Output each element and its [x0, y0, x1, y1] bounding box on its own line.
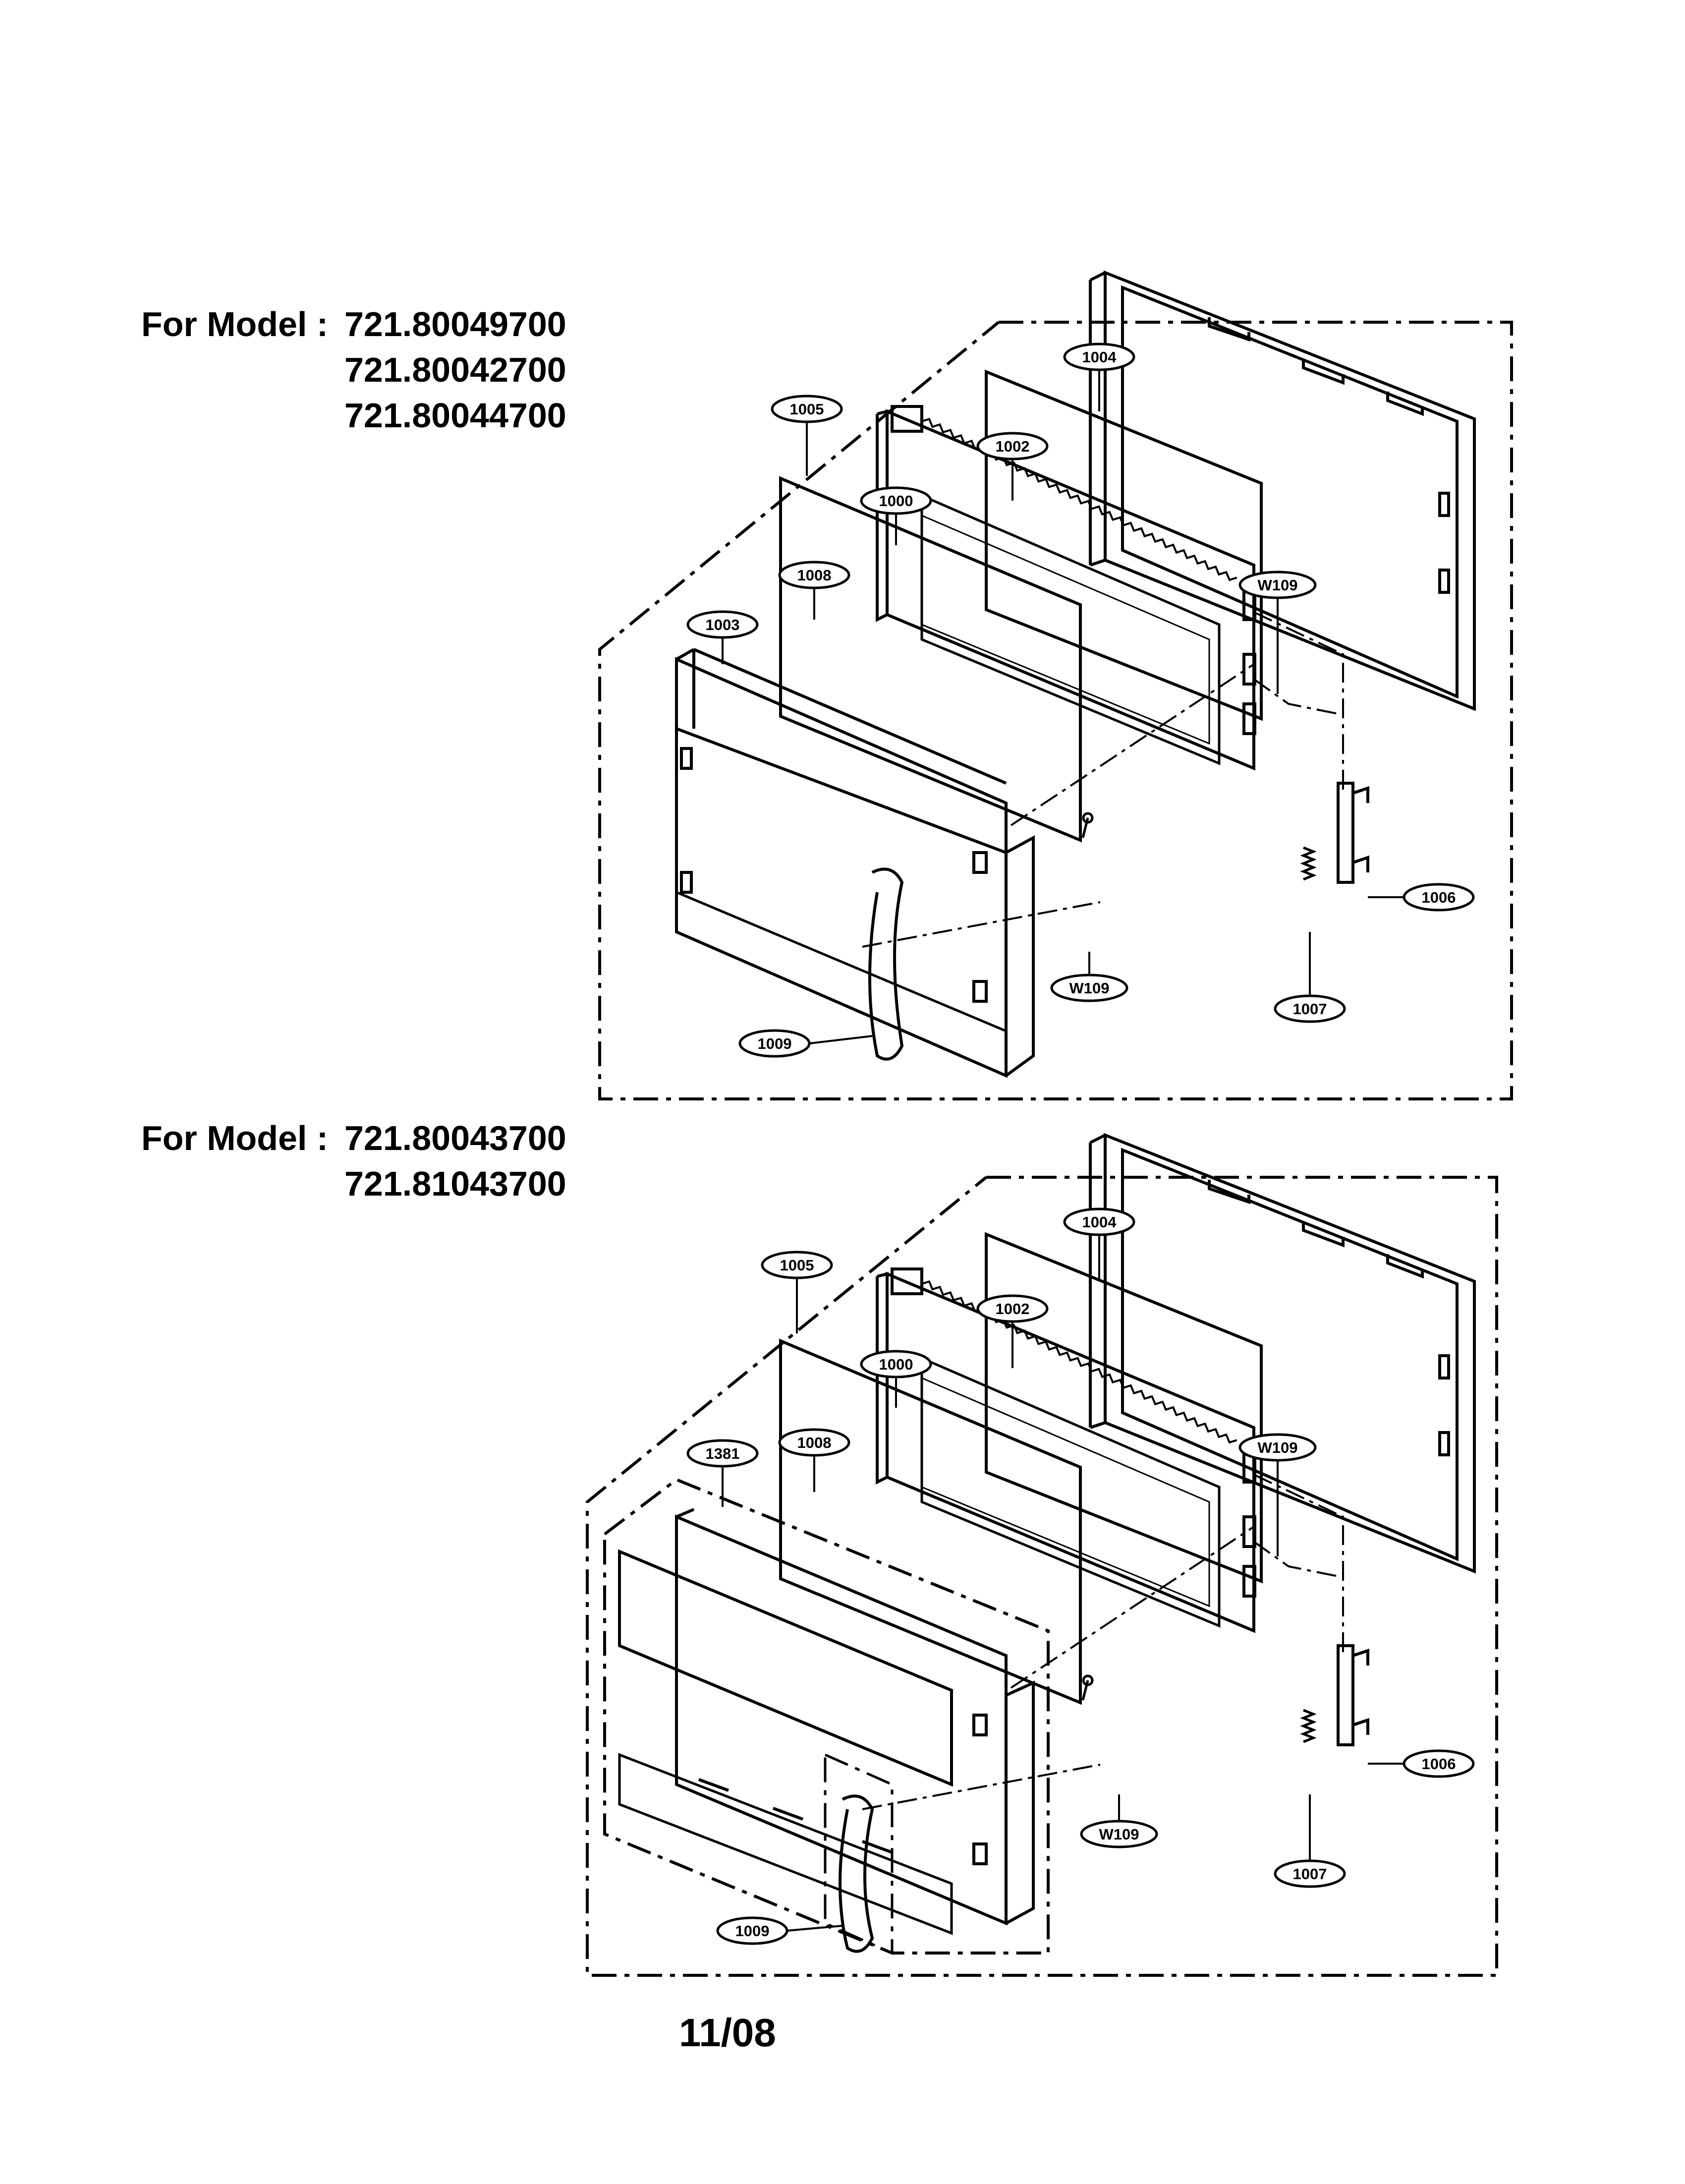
callout: 1007: [1274, 1794, 1346, 1888]
part-door-front: [675, 648, 1035, 1078]
callout-label: 1006: [1422, 1755, 1456, 1773]
callout-label: 1005: [790, 401, 824, 418]
model-label: For Model :: [141, 305, 329, 344]
part-door-front: [618, 1508, 1035, 1935]
callout: 1000: [860, 1350, 932, 1408]
callout-label: 1002: [996, 438, 1030, 455]
callout: 1005: [771, 395, 843, 476]
callout-label: 1004: [1082, 348, 1117, 366]
model-number: 721.81043700: [344, 1164, 566, 1203]
callout: W109: [1238, 1433, 1317, 1556]
callout-label: 1000: [879, 492, 913, 510]
callout-label: W109: [1099, 1826, 1139, 1843]
callout: 1002: [976, 432, 1049, 501]
callout-label: 1008: [797, 567, 832, 584]
callout-label: 1007: [1293, 1000, 1327, 1018]
callout-label: 1009: [758, 1035, 792, 1052]
assembly-top: 1004 1005 1002 1000 1008 W109: [598, 273, 1513, 1100]
model-number: 721.80044700: [344, 396, 566, 435]
assembly-boundary: [598, 321, 1513, 1100]
callout-label: 1006: [1422, 889, 1456, 906]
callout-label: 1003: [706, 616, 740, 633]
callout-label: 1008: [797, 1434, 832, 1451]
revision-date: 11/08: [679, 2011, 776, 2055]
model-number: 721.80043700: [344, 1119, 566, 1157]
callout-label: W109: [1069, 979, 1110, 997]
model-label: For Model :: [141, 1119, 329, 1157]
callout-label: 1002: [996, 1300, 1030, 1318]
callout: 1006: [1368, 1749, 1475, 1778]
part-door-frame-group: [603, 1478, 1050, 1954]
callout-label: 1007: [1293, 1865, 1327, 1883]
part-handle: [868, 867, 904, 1061]
callout: 1000: [860, 486, 932, 545]
callout: 1381: [686, 1439, 759, 1507]
callout: 1006: [1368, 883, 1475, 912]
model-number: 721.80049700: [344, 305, 566, 344]
callout: 1007: [1274, 932, 1346, 1023]
callout: 1009: [738, 1029, 873, 1058]
callout-label: W109: [1258, 576, 1298, 594]
part-handle: [839, 1794, 874, 1953]
model-number: 721.80042700: [344, 350, 566, 389]
callout: 1003: [686, 610, 759, 664]
callout: 1005: [761, 1251, 833, 1333]
callout-label: 1005: [780, 1257, 814, 1274]
callout-label: 1000: [879, 1356, 913, 1373]
callout: 1008: [778, 561, 850, 620]
assembly-boundary: [586, 1176, 1498, 1977]
callout: 1008: [778, 1428, 850, 1492]
callout-label: 1381: [706, 1445, 740, 1462]
callout: W109: [1238, 571, 1317, 694]
callout: 1009: [716, 1916, 843, 1945]
callout: 1002: [976, 1294, 1049, 1368]
callout-label: 1009: [735, 1922, 770, 1940]
callout: W109: [1080, 1794, 1158, 1848]
callout: W109: [1050, 952, 1128, 1002]
callout: 1004: [1063, 343, 1135, 411]
callout-label: 1004: [1082, 1213, 1117, 1231]
callout: 1004: [1063, 1207, 1135, 1279]
callout-label: W109: [1258, 1439, 1298, 1456]
assembly-bottom: 1004 1005 1002 1000 W109 1381: [586, 1135, 1498, 1977]
part-handle-group: [824, 1753, 894, 1955]
